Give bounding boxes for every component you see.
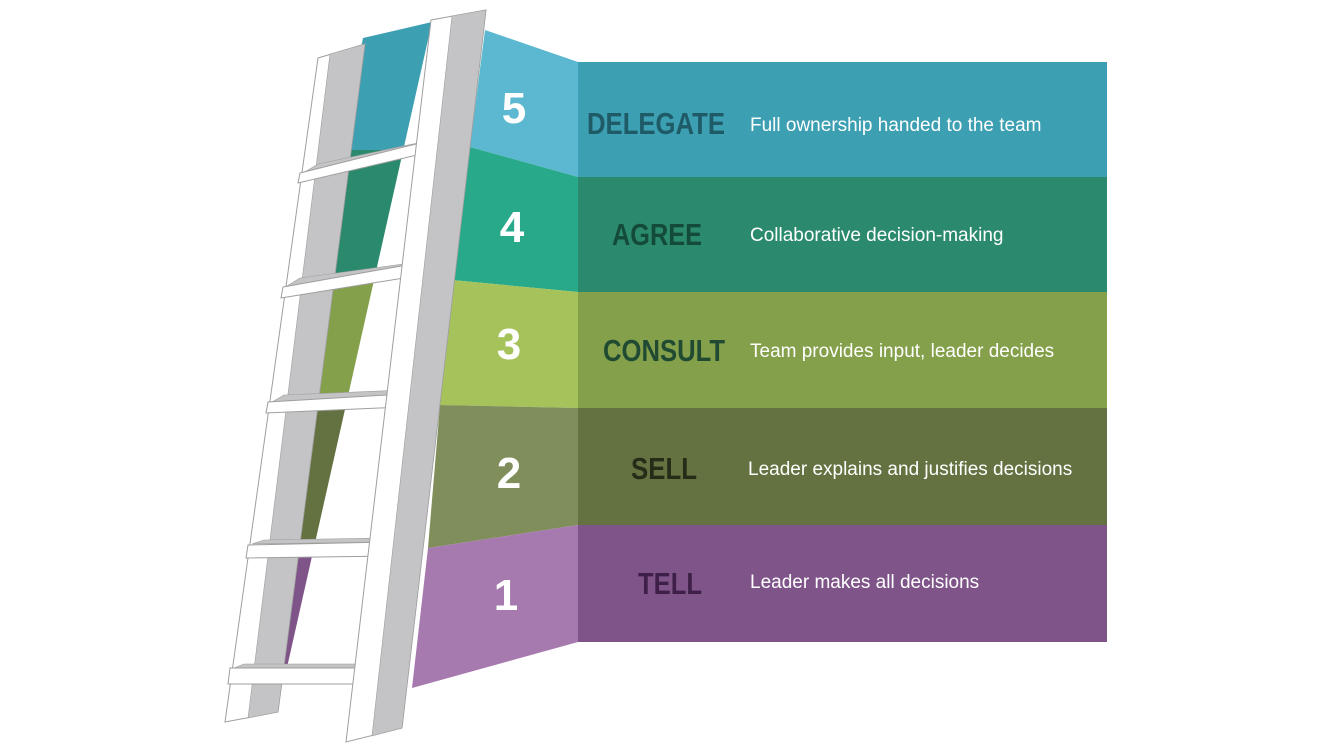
level-description-4: Collaborative decision-making [750,225,1003,246]
ladder-rungs [227,139,433,685]
level-description-5: Full ownership handed to the team [750,115,1042,136]
level-labels: DELEGATE AGREE CONSULT SELL TELL [587,106,725,601]
level-number-4: 4 [500,203,525,252]
side-face-2 [428,405,578,548]
front-band-1 [578,525,1107,642]
level-label-5: DELEGATE [587,106,725,141]
side-face-4 [452,147,578,292]
front-band-4 [578,177,1107,292]
level-label-3: CONSULT [603,333,725,368]
ladder-rung [227,667,375,685]
ladder-icon [224,9,487,743]
level-number-1: 1 [494,571,518,620]
side-face-1 [412,525,578,688]
front-bands [578,62,1107,642]
ladder-right-rail-shade [371,9,487,737]
level-description-2: Leader explains and justifies decisions [748,459,1072,480]
level-label-4: AGREE [612,217,702,252]
level-description-1: Leader makes all decisions [750,572,979,593]
side-faces [412,30,578,688]
level-descriptions: Full ownership handed to the team Collab… [748,115,1072,593]
side-face-5 [470,30,578,177]
level-number-2: 2 [497,449,521,498]
level-label-2: SELL [631,451,697,486]
side-face-3 [440,280,578,408]
level-description-3: Team provides input, leader decides [750,341,1054,362]
level-numbers: 5 4 3 2 1 [494,84,526,620]
front-band-5 [578,62,1107,177]
front-band-3 [578,292,1107,408]
level-label-1: TELL [638,566,702,601]
ladder-rung [245,541,389,559]
level-number-3: 3 [497,320,521,369]
level-number-5: 5 [502,84,526,133]
front-band-2 [578,408,1107,525]
ladder-rung [233,663,375,669]
